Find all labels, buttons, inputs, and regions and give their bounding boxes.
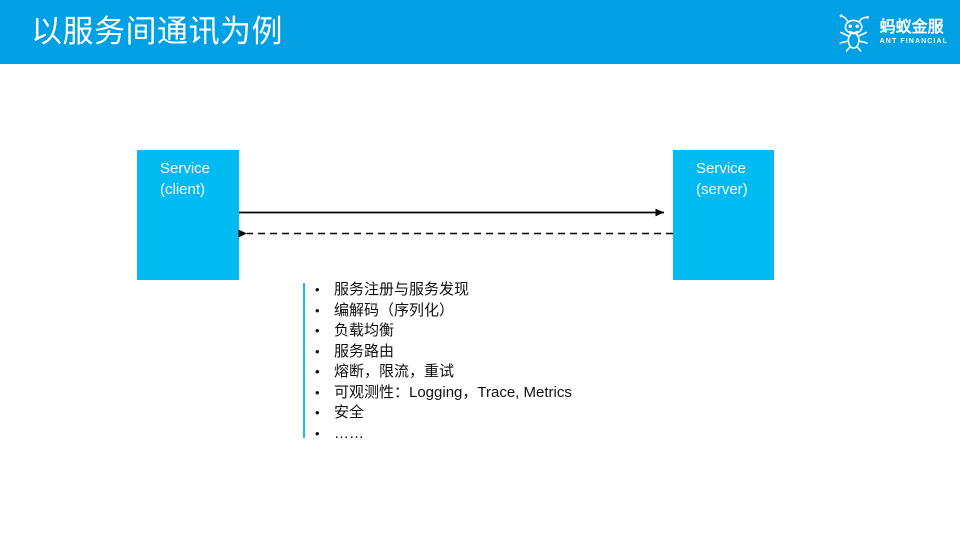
- list-item: 服务注册与服务发现: [312, 280, 752, 301]
- ant-mascot-icon: [839, 14, 869, 52]
- brand-logo-text: 蚂蚁金服 ANT FINANCIAL: [880, 19, 948, 47]
- list-item: 负载均衡: [312, 321, 752, 342]
- list-item: 熔断，限流，重试: [312, 362, 752, 383]
- list-item: ……: [312, 424, 752, 445]
- service-box-client-label: Service (client): [160, 160, 211, 198]
- list-item: 安全: [312, 403, 752, 424]
- list-item: 可观测性：Logging，Trace, Metrics: [312, 383, 752, 404]
- page-title: 以服务间通讯为例: [31, 14, 283, 49]
- service-box-server: Service (server): [673, 150, 774, 280]
- service-box-server-label: Service (server): [696, 160, 748, 198]
- service-box-client: Service (client): [137, 150, 239, 280]
- slide-header: 以服务间通讯为例 蚂蚁金服 ANT FI: [0, 0, 960, 64]
- bullet-list-rule: [303, 283, 305, 438]
- list-item: 服务路由: [312, 342, 752, 363]
- list-item: 编解码（序列化）: [312, 301, 752, 322]
- brand-name-en: ANT FINANCIAL: [879, 38, 948, 45]
- brand-logo: 蚂蚁金服 ANT FINANCIAL: [835, 13, 948, 53]
- brand-name-cn: 蚂蚁金服: [879, 19, 944, 36]
- capability-bullet-list: 服务注册与服务发现 编解码（序列化） 负载均衡 服务路由 熔断，限流，重试 可观…: [312, 280, 752, 444]
